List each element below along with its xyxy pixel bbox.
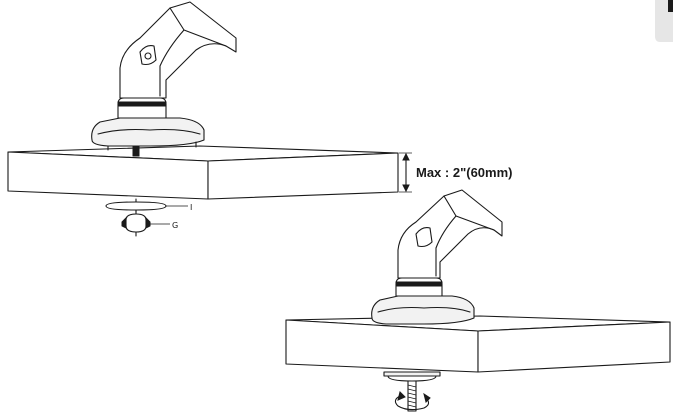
upper-assembly: Max : 2"(60mm) I bbox=[7, 1, 512, 237]
part-g-label: G bbox=[172, 221, 178, 230]
tighten-rotation-arrow bbox=[394, 391, 431, 411]
upper-mount-arm bbox=[119, 1, 237, 99]
upper-desk bbox=[7, 145, 399, 200]
upper-mount-column bbox=[117, 97, 167, 119]
lower-threaded-rod bbox=[407, 380, 417, 412]
lower-clamp-plate bbox=[383, 371, 441, 382]
max-thickness-label: Max : 2"(60mm) bbox=[416, 165, 512, 180]
lower-desk bbox=[285, 315, 671, 373]
lower-mount-column bbox=[395, 277, 443, 297]
part-i-label: I bbox=[190, 203, 192, 212]
upper-mount-base bbox=[91, 117, 205, 151]
lower-mount-base bbox=[371, 295, 475, 325]
lower-assembly bbox=[285, 189, 671, 412]
part-g-knob bbox=[121, 209, 170, 237]
part-i-plate bbox=[105, 201, 188, 211]
page-corner-tab bbox=[655, 0, 673, 42]
lower-mount-arm bbox=[397, 189, 503, 279]
thickness-dimension-marker bbox=[399, 152, 412, 193]
